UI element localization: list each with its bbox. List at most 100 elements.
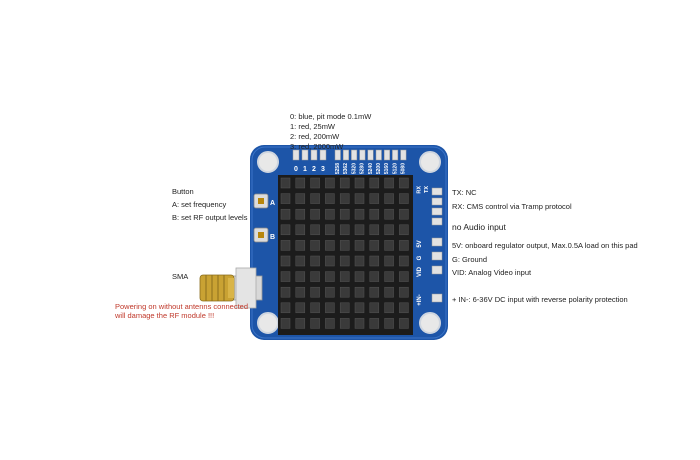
heatsink-fin <box>354 177 365 189</box>
heatsink-fin <box>369 208 380 220</box>
heatsink-fin <box>325 286 335 298</box>
heatsink-fin <box>369 286 380 298</box>
heatsink-fin <box>295 240 306 251</box>
freq-pad-label: 5280 <box>360 163 366 174</box>
board-label-b: B <box>270 234 275 241</box>
freq-pad <box>375 149 382 161</box>
pin-rx-prefix: RX: <box>452 202 465 211</box>
led-pad <box>310 149 318 161</box>
heatsink-fin <box>280 255 291 267</box>
pin-gnd-desc: G: Ground <box>452 255 488 264</box>
heatsink-fin <box>310 271 320 282</box>
side-pad-label: 5V <box>417 240 423 247</box>
heatsink-fin <box>354 286 365 298</box>
side-pad-small <box>431 197 443 206</box>
heatsink-fin <box>325 240 335 251</box>
mode-legend-3: 3: red, 2000mW <box>290 142 344 151</box>
heatsink-fin <box>399 177 409 189</box>
heatsink-fin <box>339 302 350 314</box>
freq-pad-label: 5362 <box>343 163 349 174</box>
heatsink-fin <box>399 302 409 314</box>
heatsink-fin <box>339 271 350 282</box>
heatsink-fin <box>369 255 380 267</box>
button-title: Button <box>172 187 194 196</box>
heatsink-fin <box>310 208 320 220</box>
freq-pad <box>367 149 374 161</box>
mounting-hole-bottom-right <box>419 312 441 334</box>
freq-pad-label: 5320 <box>351 163 357 174</box>
board-label-a: A <box>270 200 275 207</box>
pin-vid-text: Analog Video input <box>468 268 532 277</box>
heatsink-fin <box>280 286 291 298</box>
led-pad-label: 2 <box>312 166 316 173</box>
heatsink-fin <box>399 193 409 204</box>
heatsink-fin <box>369 302 380 314</box>
heatsink-fin <box>354 193 365 204</box>
freq-pad-label: 5120 <box>392 163 398 174</box>
heatsink-fin <box>325 255 335 267</box>
heatsink-fin <box>280 177 291 189</box>
pin-power-text: 6-36V DC input with reverse polarity pro… <box>472 295 628 304</box>
freq-pad <box>351 149 358 161</box>
heatsink-fin <box>310 177 320 189</box>
heatsink-fin <box>399 240 409 251</box>
heatsink-fin <box>310 193 320 204</box>
freq-pad <box>383 149 390 161</box>
pin-audio-desc: no Audio input <box>452 222 506 232</box>
heatsink-fin <box>354 271 365 282</box>
heatsink-fin <box>369 271 380 282</box>
side-pad-small <box>431 207 443 216</box>
heatsink-fin <box>339 318 350 329</box>
heatsink-fin <box>325 302 335 314</box>
heatsink-fin <box>295 208 306 220</box>
heatsink-fin <box>369 240 380 251</box>
heatsink-fin <box>325 177 335 189</box>
freq-pad-label: 5240 <box>368 163 374 174</box>
side-pad <box>431 265 443 275</box>
heatsink-fin <box>399 255 409 267</box>
heatsink-fin <box>384 271 394 282</box>
freq-pad <box>342 149 349 161</box>
heatsink-fin <box>295 193 306 204</box>
button-b-desc: B: set RF output levels <box>172 213 248 222</box>
freq-pad-label: 5200 <box>376 163 382 174</box>
freq-pad <box>334 149 341 161</box>
heatsink-fin <box>310 224 320 236</box>
freq-pad-label: 5160 <box>384 163 390 174</box>
side-pad-label-top: RX <box>417 186 423 194</box>
heatsink-fin <box>325 208 335 220</box>
heatsink-fin <box>280 302 291 314</box>
heatsink-fin <box>339 177 350 189</box>
side-pad-small <box>431 187 443 196</box>
heatsink-fin <box>384 224 394 236</box>
pin-power-desc: + IN-: 6-36V DC input with reverse polar… <box>452 296 628 304</box>
warning-line-1: Powering on without antenns connected <box>115 302 249 311</box>
led-pad <box>319 149 327 161</box>
heatsink-fin <box>384 208 394 220</box>
freq-pad-label: 5258 <box>335 163 341 174</box>
pcb-edge <box>251 146 447 339</box>
heatsink-fin <box>310 318 320 329</box>
led-pad <box>292 149 300 161</box>
heatsink-fin <box>339 255 350 267</box>
side-pad-label: VID <box>417 266 423 277</box>
pin-vid-prefix: VID: <box>452 268 467 277</box>
freq-pad <box>392 149 399 161</box>
heatsink-fin <box>280 208 291 220</box>
pin-rx-text: CMS control via Tramp protocol <box>466 202 572 211</box>
button-b <box>253 227 269 243</box>
heatsink-fin <box>339 208 350 220</box>
led-pad-label: 3 <box>321 166 325 173</box>
heatsink-fin <box>339 224 350 236</box>
heatsink-fins <box>280 177 409 329</box>
heatsink-fin <box>280 318 291 329</box>
heatsink-fin <box>384 318 394 329</box>
side-pad-label: G <box>417 255 423 260</box>
led-pad-label: 1 <box>303 166 307 173</box>
heatsink-fin <box>310 286 320 298</box>
mounting-hole-top-left <box>257 151 279 173</box>
pin-tx-desc: TX: NC <box>452 188 477 197</box>
heatsink-fin <box>399 318 409 329</box>
heatsink-fin <box>295 224 306 236</box>
